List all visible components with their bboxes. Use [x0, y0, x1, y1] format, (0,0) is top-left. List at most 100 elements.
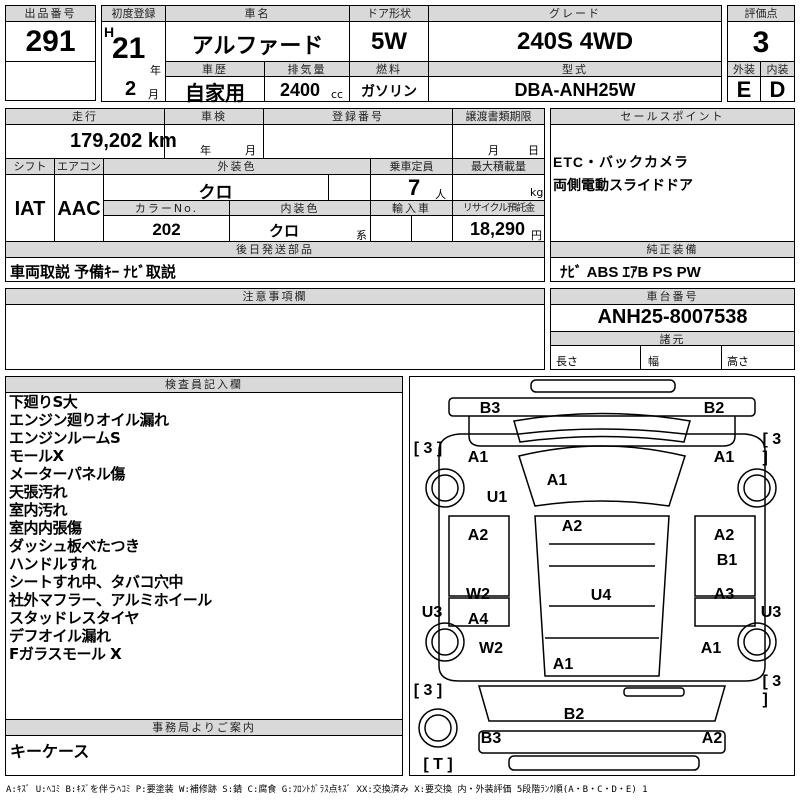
damage-diagram: [409, 376, 795, 776]
damage-mark: A2: [467, 527, 489, 544]
shift: IAT: [14, 198, 46, 220]
recycle-fee: 18,290: [470, 219, 526, 239]
length-label: 長さ: [556, 355, 578, 368]
history: 自家用: [185, 83, 245, 105]
displacement-label: 排気量: [264, 61, 350, 77]
tire-mark: [ 3 ]: [413, 440, 443, 457]
damage-mark: B2: [563, 706, 585, 723]
damage-mark: A1: [467, 449, 489, 466]
divider: [5, 61, 96, 62]
mileage: 179,202 km: [70, 130, 177, 152]
note: Fガラスモール X: [9, 645, 122, 663]
divider: [411, 216, 412, 242]
damage-mark: U3: [760, 604, 782, 621]
score-label: 評価点: [727, 5, 795, 22]
damage-mark: A1: [700, 640, 722, 657]
transfer-day: 日: [528, 144, 539, 157]
divider: [721, 346, 722, 370]
note: デフオイル漏れ: [9, 627, 111, 645]
office-note: キーケース: [10, 744, 90, 761]
chassis-label: 車台番号: [550, 288, 795, 305]
divider: [165, 5, 166, 102]
model: DBA-ANH25W: [514, 80, 636, 100]
capacity: 7: [408, 175, 421, 200]
lot-label: 出品番号: [5, 5, 96, 22]
int-color-unit: 系: [356, 229, 367, 242]
ext-score: E: [736, 77, 752, 102]
reg-no-label: 登録番号: [263, 108, 453, 125]
tire-mark: [ 3 ]: [762, 431, 782, 466]
office-label: 事務局よりご案内: [5, 719, 403, 736]
parts-label: 後日発送部品: [5, 241, 545, 258]
damage-mark: B3: [480, 730, 502, 747]
damage-mark: A2: [561, 518, 583, 535]
sale-point: 両側電動スライドドア: [553, 177, 693, 193]
model-label: 型式: [428, 61, 722, 77]
capacity-label: 乗車定員: [370, 158, 453, 175]
capacity-unit: 人: [435, 188, 446, 201]
note: スタッドレスタイヤ: [9, 609, 140, 627]
first-reg-label: 初度登録: [101, 5, 166, 22]
damage-mark: A1: [546, 472, 568, 489]
ext-score-label: 外装: [727, 61, 761, 77]
chassis-number: ANH25-8007538: [597, 306, 748, 328]
equipment-label: 純正装備: [550, 241, 795, 258]
mileage-label: 走行: [5, 108, 165, 125]
fuel-label: 燃料: [349, 61, 429, 77]
damage-mark: A1: [552, 656, 574, 673]
inspector-notes: 下廻りS大 エンジン廻りオイル漏れ エンジンルームS モールX メーターパネル傷…: [9, 393, 212, 663]
door-type: 5W: [371, 28, 407, 55]
height-label: 高さ: [727, 355, 749, 368]
damage-mark: A3: [713, 586, 735, 603]
import-label: 輸入車: [370, 200, 453, 216]
transfer-label: 譲渡書類期限: [452, 108, 545, 125]
divider: [760, 77, 761, 102]
ext-color: クロ: [198, 183, 233, 202]
damage-mark: A4: [467, 611, 489, 628]
reg-month: 2: [125, 78, 137, 100]
ac-label: エアコン: [54, 158, 104, 175]
car-name-label: 車名: [165, 5, 350, 22]
car-name: アルファード: [191, 33, 324, 58]
displacement: 2400: [280, 80, 321, 100]
kg-unit: kg: [530, 186, 544, 199]
max-load-label: 最大積載量: [452, 158, 545, 175]
int-score: D: [769, 77, 786, 102]
int-color: クロ: [268, 223, 299, 240]
equipment: ﾅﾋﾞ ABS ｴｱB PS PW: [560, 264, 701, 281]
tire-mark: [ 3 ]: [762, 673, 782, 708]
month-unit: 月: [148, 88, 159, 101]
divider: [229, 216, 230, 242]
shift-label: シフト: [5, 158, 55, 175]
divider: [263, 125, 264, 159]
damage-mark: A2: [713, 527, 735, 544]
yen-unit: 円: [531, 229, 542, 242]
parts: 車両取説 予備ｷｰ ﾅﾋﾞ取説: [10, 264, 176, 281]
note: 下廻りS大: [9, 393, 78, 411]
damage-mark: B3: [479, 400, 501, 417]
inspector-label: 検査員記入欄: [5, 376, 403, 393]
color-no-label: カラーNo.: [103, 200, 230, 216]
sale-points-label: セールスポイント: [550, 108, 795, 125]
dims-label: 諸元: [550, 331, 795, 346]
lot-number: 291: [25, 25, 76, 58]
note: シートすれ中、タバコ穴中: [9, 573, 184, 591]
damage-mark: U4: [590, 587, 612, 604]
damage-mark: B1: [716, 552, 738, 569]
note: エンジン廻りオイル漏れ: [9, 411, 169, 429]
note: モールX: [9, 447, 64, 465]
divider: [349, 5, 350, 102]
damage-mark: A1: [713, 449, 735, 466]
damage-mark: W2: [479, 640, 503, 657]
recycle-label: リサイクル預託金: [452, 200, 545, 216]
note: エンジンルームS: [9, 429, 121, 447]
note: メーターパネル傷: [9, 465, 125, 483]
fuel: ガソリン: [361, 83, 417, 99]
damage-mark: U3: [421, 604, 443, 621]
color-no: 202: [152, 220, 181, 239]
tire-mark: [ T ]: [423, 756, 453, 773]
door-label: ドア形状: [349, 5, 429, 22]
width-label: 幅: [648, 355, 659, 368]
damage-mark: W2: [466, 586, 490, 603]
divider: [264, 77, 265, 102]
